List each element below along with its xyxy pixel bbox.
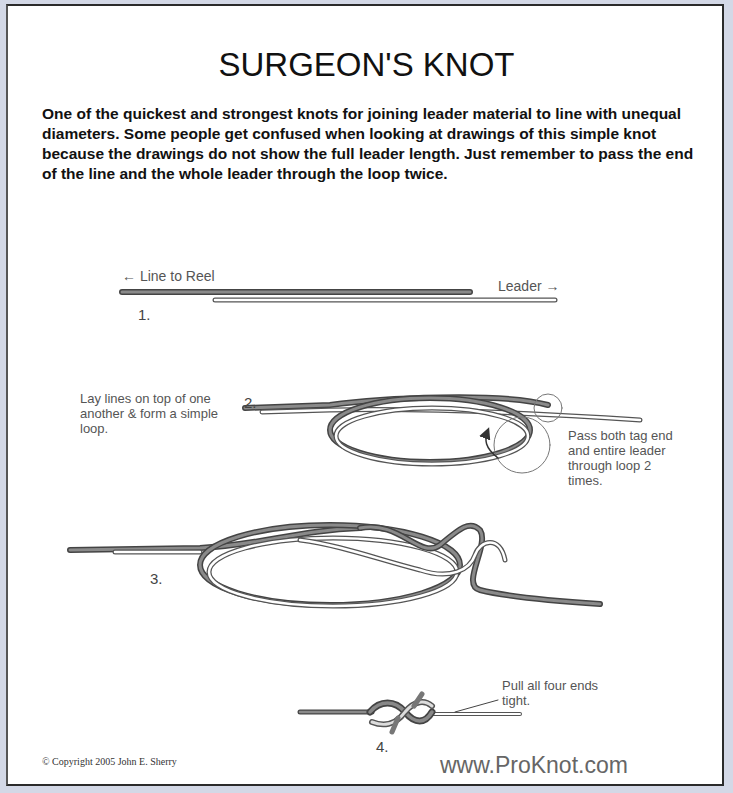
copyright: © Copyright 2005 John E. Sherry — [42, 756, 177, 767]
step-number: 4. — [376, 738, 389, 755]
step-note: Lay lines on top of one another & form a… — [80, 391, 240, 436]
step-number: 3. — [150, 570, 163, 587]
website: www.ProKnot.com — [440, 752, 628, 779]
line-label: Leader → — [498, 278, 559, 294]
intro-text: One of the quickest and strongest knots … — [42, 104, 702, 184]
step-number: 2. — [244, 394, 257, 411]
title: SURGEON'S KNOT — [0, 46, 733, 84]
line-label: ← Line to Reel — [122, 268, 215, 284]
step-note: Pass both tag end and entire leader thro… — [568, 428, 688, 488]
step-note: Pull all four ends tight. — [502, 678, 602, 708]
step-number: 1. — [138, 306, 151, 323]
